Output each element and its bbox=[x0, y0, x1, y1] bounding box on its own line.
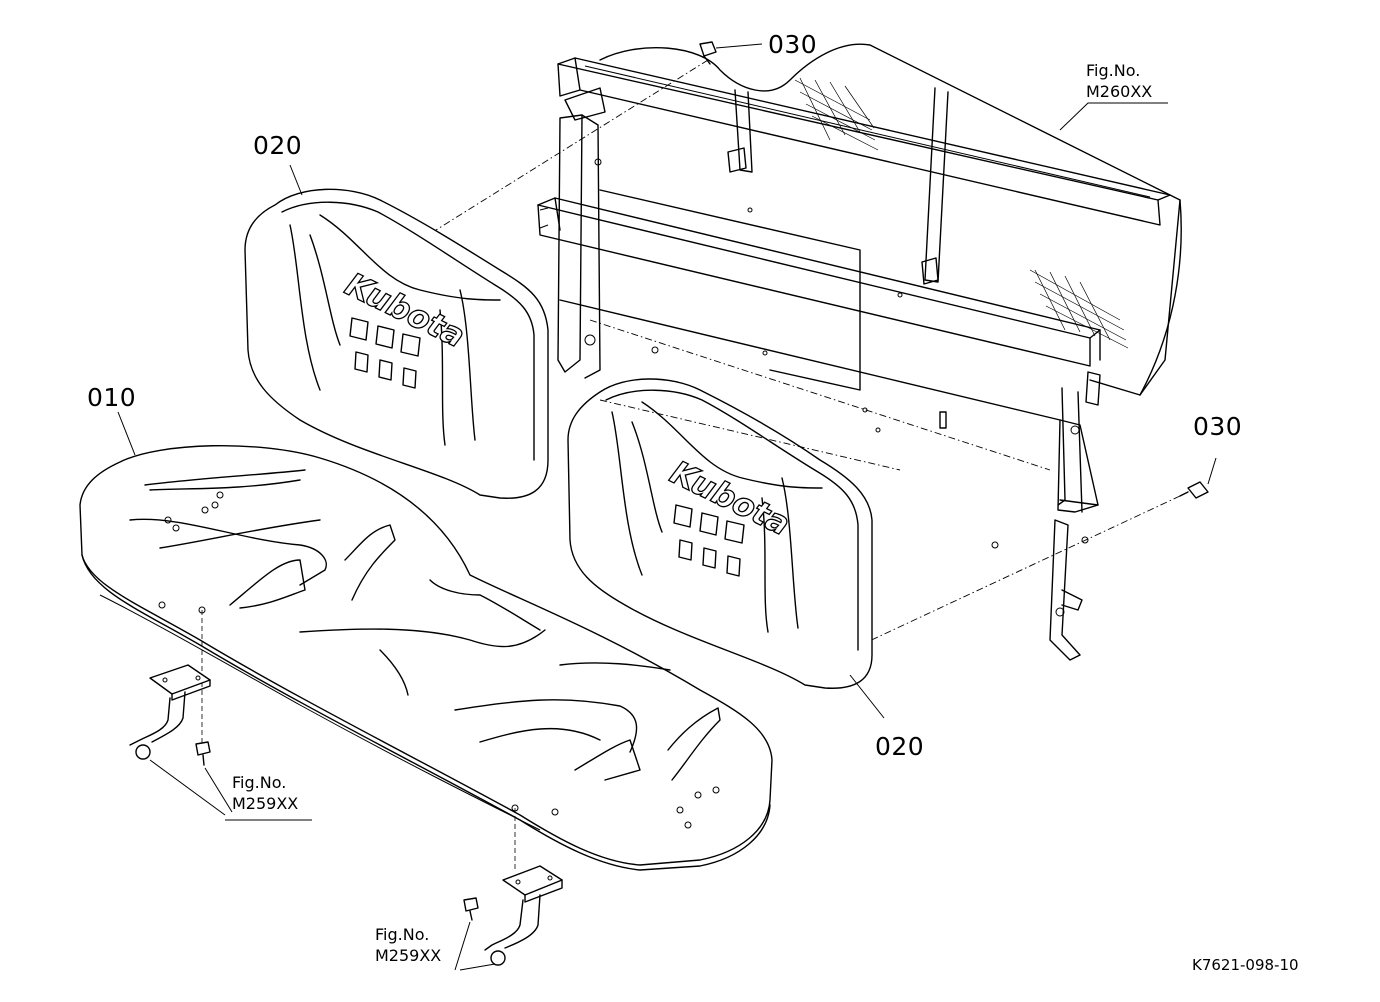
bracket-left bbox=[129, 664, 312, 821]
figure-ref-bracket-bottom-line2: M259XX bbox=[375, 946, 442, 965]
figure-ref-bracket-left: Fig.No. M259XX bbox=[232, 772, 298, 814]
figure-ref-bracket-left-line1: Fig.No. bbox=[232, 773, 287, 792]
bracket-bottom bbox=[454, 865, 563, 971]
figure-ref-frame-line1: Fig.No. bbox=[1086, 61, 1141, 80]
figure-ref-bracket-bottom: Fig.No. M259XX bbox=[375, 924, 441, 966]
seat-frame bbox=[537, 43, 1182, 661]
bolt-right bbox=[849, 457, 1217, 651]
callout-020-left: 020 bbox=[253, 131, 303, 160]
figure-ref-bracket-bottom-line1: Fig.No. bbox=[375, 925, 430, 944]
callout-030-top: 030 bbox=[768, 30, 818, 59]
callout-020-right: 020 bbox=[875, 732, 925, 761]
callout-030-right: 030 bbox=[1193, 412, 1243, 441]
backrest-right: Kubota bbox=[567, 378, 901, 719]
callout-010: 010 bbox=[87, 383, 137, 412]
figure-ref-frame-line2: M260XX bbox=[1086, 82, 1153, 101]
figure-ref-frame: Fig.No. M260XX bbox=[1086, 60, 1152, 102]
bolt-top bbox=[419, 41, 763, 241]
backrest-left: Kubota bbox=[244, 164, 549, 499]
figure-ref-bracket-left-line2: M259XX bbox=[232, 794, 299, 813]
drawing-code: K7621-098-10 bbox=[1192, 956, 1299, 974]
seat-cushion bbox=[79, 411, 773, 871]
